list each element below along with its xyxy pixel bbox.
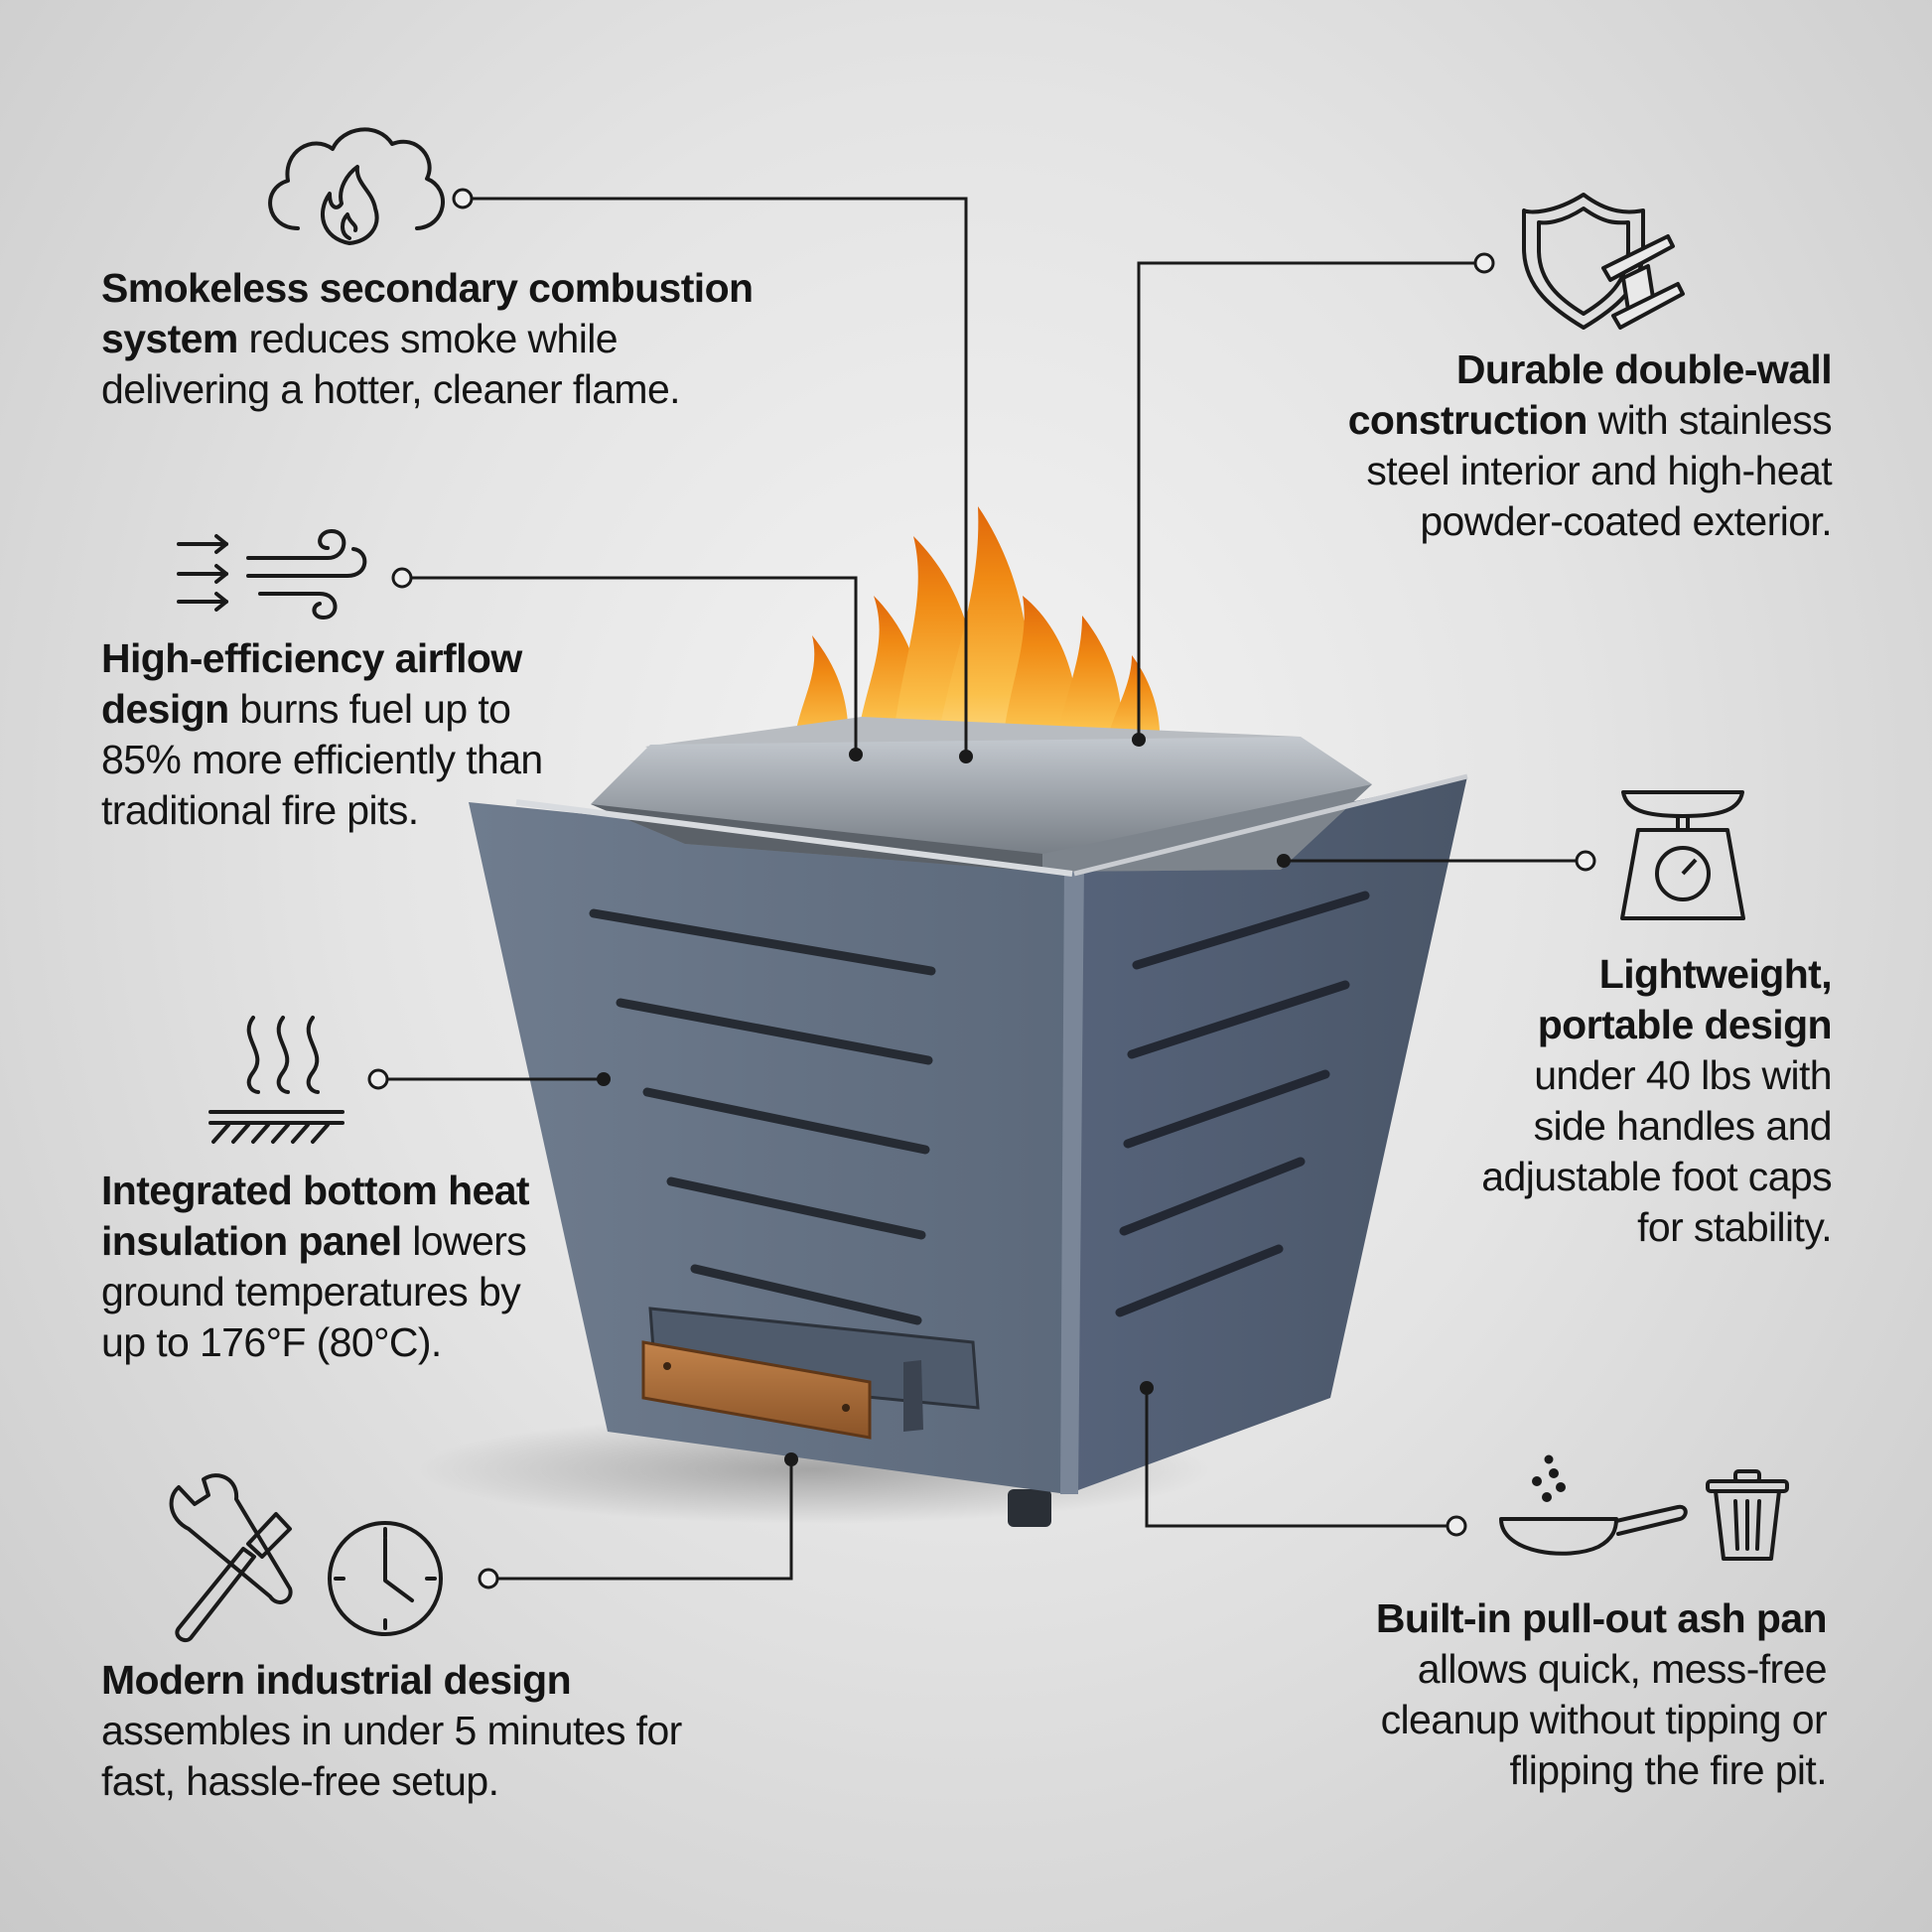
feature-airflow-description: burns fuel up to 85% more efficiently th… bbox=[101, 686, 543, 833]
pan-trash-icon bbox=[1499, 1454, 1789, 1561]
rim-edge-highlight bbox=[515, 799, 1073, 877]
weight-scale-icon bbox=[1620, 790, 1745, 920]
feature-airflow: High-efficiency airflow design burns fue… bbox=[101, 633, 568, 836]
callout-endpoints bbox=[367, 188, 1596, 1589]
feature-lightweight-description: under 40 lbs with side handles and adjus… bbox=[1481, 1052, 1832, 1250]
feature-doublewall-description: with stainless steel interior and high-h… bbox=[1366, 397, 1832, 544]
vent-slots-left bbox=[589, 908, 936, 1325]
wrench-screwdriver-clock-icon bbox=[169, 1473, 443, 1643]
rim-right-lip bbox=[1042, 784, 1372, 872]
feature-insulation-title: Integrated bottom heat insulation panel bbox=[101, 1168, 530, 1264]
feature-ashpan-title: Built-in pull-out ash pan bbox=[1375, 1595, 1828, 1641]
shield-steel-beam-icon bbox=[1522, 193, 1685, 330]
feature-lightweight: Lightweight, portable design under 40 lb… bbox=[1469, 949, 1832, 1253]
airflow-wind-icon bbox=[177, 529, 367, 620]
fire-pit-corner-edge bbox=[1060, 862, 1084, 1494]
feature-smokeless-title: Smokeless secondary combustion system bbox=[101, 265, 754, 361]
feature-doublewall-title: Durable double-wall construction bbox=[1347, 346, 1833, 443]
ash-pan-wooden-handle bbox=[641, 1340, 872, 1440]
feature-lightweight-title: Lightweight, portable design bbox=[1537, 951, 1833, 1047]
feature-assembly: Modern industrial design assembles in un… bbox=[101, 1655, 717, 1807]
feature-smokeless-description: reduces smoke while delivering a hotter,… bbox=[101, 316, 681, 412]
vent-slots-right bbox=[1115, 891, 1370, 1317]
callout-lines bbox=[378, 197, 1586, 1581]
heat-insulation-icon bbox=[208, 1016, 345, 1144]
cloud-flame-icon bbox=[268, 127, 445, 245]
fire-pit-left-face bbox=[469, 802, 1074, 1494]
feature-ashpan-description: allows quick, mess-free cleanup without … bbox=[1380, 1646, 1828, 1793]
feature-assembly-title: Modern industrial design bbox=[101, 1657, 572, 1703]
feature-assembly-description: assembles in under 5 minutes for fast, h… bbox=[101, 1708, 682, 1804]
feature-insulation: Integrated bottom heat insulation panel … bbox=[101, 1166, 558, 1368]
feature-insulation-description: lowers ground temperatures by up to 176°… bbox=[101, 1218, 527, 1365]
feature-airflow-title: High-efficiency airflow design bbox=[101, 635, 522, 732]
feature-doublewall: Durable double-wall construction with st… bbox=[1286, 345, 1833, 547]
feature-ashpan: Built-in pull-out ash pan allows quick, … bbox=[1330, 1593, 1828, 1796]
feature-smokeless: Smokeless secondary combustion system re… bbox=[101, 263, 796, 415]
rim-edge-highlight-right bbox=[1073, 773, 1468, 877]
fire-pit-right-face bbox=[1067, 776, 1467, 1494]
ash-pan-handle-bracket bbox=[903, 1360, 923, 1432]
